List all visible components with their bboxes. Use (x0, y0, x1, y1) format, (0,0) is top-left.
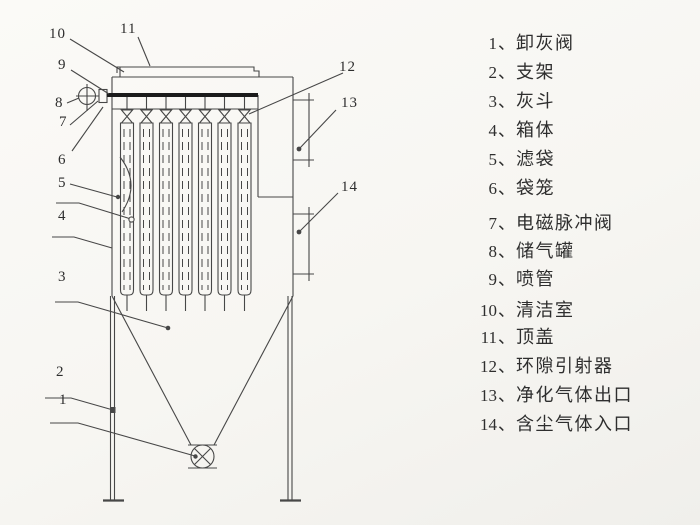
callout-4: 4 (58, 208, 67, 224)
bag-detail-arc (119, 156, 132, 213)
callout-14: 14 (341, 179, 358, 195)
hopper (111, 295, 294, 446)
legend-item-7: 7、电磁脉冲阀 (463, 209, 614, 235)
support-legs (103, 296, 301, 502)
legend-term: 环隙引射器 (516, 356, 614, 376)
legend-number: 1 (488, 34, 498, 53)
legend-term: 清洁室 (516, 300, 575, 320)
callout-3: 3 (58, 269, 67, 285)
filter-bag-unit (237, 97, 252, 311)
enumeration-comma: 、 (498, 179, 515, 198)
legend-term: 箱体 (516, 120, 555, 140)
legend-item-11: 11、顶盖 (463, 323, 555, 349)
enumeration-comma: 、 (498, 301, 515, 320)
legend-number: 3 (488, 92, 498, 111)
air-tank-symbol (76, 84, 99, 111)
callout-10: 10 (49, 26, 66, 42)
filter-bag-unit (139, 97, 154, 311)
legend-number: 9 (488, 270, 498, 289)
legend-item-5: 5、滤袋 (463, 145, 555, 171)
callout-13: 13 (341, 95, 358, 111)
legend-item-3: 3、灰斗 (463, 87, 555, 113)
legend-item-13: 13、净化气体出口 (463, 381, 633, 407)
legend-term: 袋笼 (516, 178, 555, 198)
enumeration-comma: 、 (498, 357, 515, 376)
clean-room-lid (116, 66, 260, 77)
legend-number: 7 (488, 214, 498, 233)
enumeration-comma: 、 (498, 63, 515, 82)
enumeration-comma: 、 (498, 328, 515, 347)
callout-1: 1 (59, 392, 68, 408)
leader-lines (45, 36, 344, 459)
filter-bag-unit (158, 97, 174, 311)
filter-bag-unit (197, 97, 213, 311)
callout-6: 6 (58, 152, 67, 168)
filter-bag-unit (217, 97, 232, 311)
legend-item-8: 8、储气罐 (463, 237, 575, 263)
legend-term: 卸灰阀 (516, 33, 575, 53)
blow-pipe (107, 93, 258, 97)
inlet-duct (293, 207, 314, 281)
legend-number: 8 (488, 242, 498, 261)
legend-list: 1、卸灰阀 2、支架 3、灰斗 4、箱体 5、滤袋 6、袋笼 7、电磁脉冲阀 8… (463, 0, 695, 525)
callout-7: 7 (59, 114, 68, 130)
callout-11: 11 (120, 21, 137, 37)
legend-term: 净化气体出口 (516, 385, 633, 405)
rotary-valve-symbol (188, 444, 217, 469)
legend-item-4: 4、箱体 (463, 116, 555, 142)
legend-number: 13 (480, 386, 497, 405)
enumeration-comma: 、 (498, 270, 515, 289)
legend-number: 12 (480, 357, 497, 376)
enumeration-comma: 、 (498, 34, 515, 53)
legend-item-9: 9、喷管 (463, 265, 555, 291)
enumeration-comma: 、 (498, 415, 515, 434)
legend-term: 喷管 (516, 269, 555, 289)
legend-term: 顶盖 (516, 327, 555, 347)
callout-8: 8 (55, 95, 64, 111)
callout-9: 9 (58, 57, 67, 73)
legend-term: 电磁脉冲阀 (516, 213, 614, 233)
enumeration-comma: 、 (498, 242, 515, 261)
enumeration-comma: 、 (498, 214, 515, 233)
callout-2: 2 (56, 364, 65, 380)
legend-term: 储气罐 (516, 241, 575, 261)
legend-number: 11 (480, 328, 497, 347)
filter-bag-unit (178, 97, 193, 311)
enumeration-comma: 、 (498, 121, 515, 140)
legend-term: 支架 (516, 62, 555, 82)
legend-number: 4 (488, 121, 498, 140)
legend-number: 5 (488, 150, 498, 169)
legend-number: 14 (480, 415, 497, 434)
legend-item-1: 1、卸灰阀 (463, 29, 575, 55)
legend-item-2: 2、支架 (463, 58, 555, 84)
filter-bags (119, 97, 252, 311)
legend-item-10: 10、清洁室 (463, 296, 575, 322)
legend-item-14: 14、含尘气体入口 (463, 410, 633, 436)
legend-item-6: 6、袋笼 (463, 174, 555, 200)
legend-number: 6 (488, 179, 498, 198)
legend-item-12: 12、环隙引射器 (463, 352, 614, 378)
callout-12: 12 (339, 59, 356, 75)
outlet-duct (293, 93, 314, 167)
callout-5: 5 (58, 175, 67, 191)
legend-term: 滤袋 (516, 149, 555, 169)
legend-term: 灰斗 (516, 91, 555, 111)
enumeration-comma: 、 (498, 386, 515, 405)
enumeration-comma: 、 (498, 92, 515, 111)
enumeration-comma: 、 (498, 150, 515, 169)
legend-number: 10 (480, 301, 497, 320)
legend-number: 2 (488, 63, 498, 82)
legend-term: 含尘气体入口 (516, 414, 633, 434)
